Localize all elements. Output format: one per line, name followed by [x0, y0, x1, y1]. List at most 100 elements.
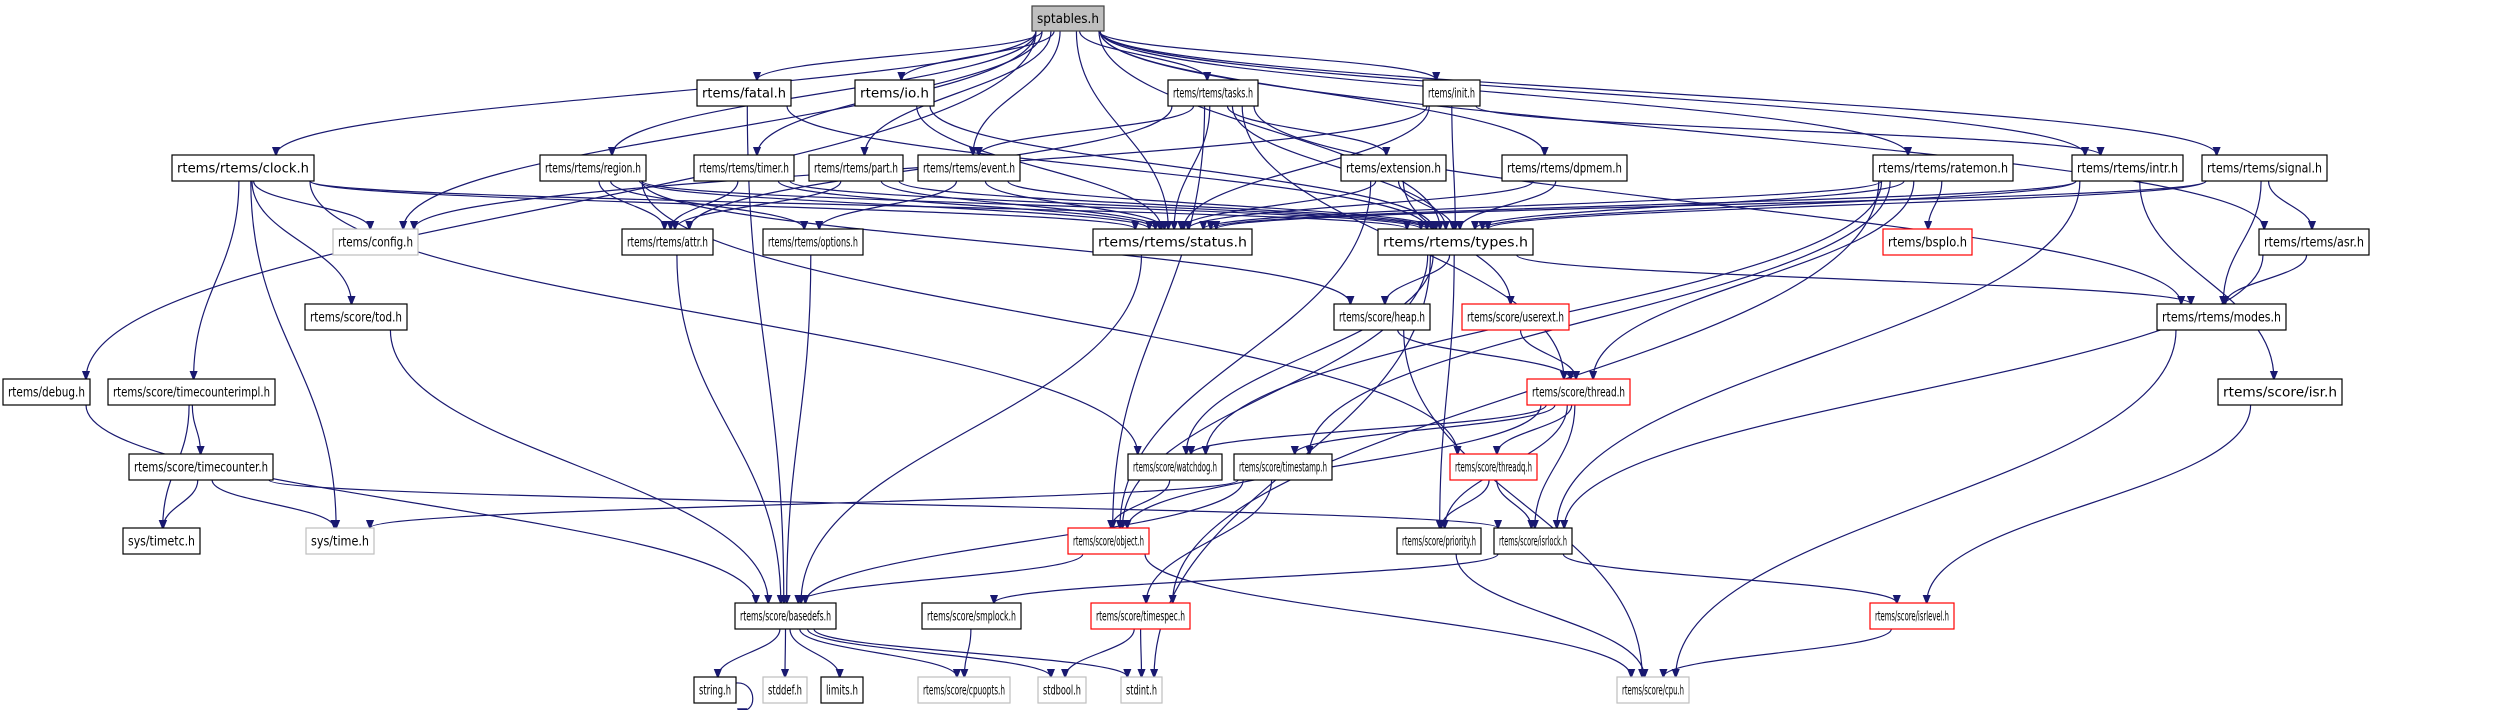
node-timer[interactable]: rtems/rtems/timer.h — [693, 154, 795, 182]
node-box[interactable] — [1396, 527, 1482, 555]
node-box[interactable] — [1233, 453, 1333, 481]
node-box[interactable] — [304, 303, 408, 331]
node-object[interactable]: rtems/score/object.h — [1067, 527, 1150, 555]
node-stddef[interactable]: stddef.h — [762, 676, 808, 704]
node-box[interactable] — [2258, 228, 2370, 256]
node-box[interactable] — [128, 453, 274, 481]
node-stdint[interactable]: stdint.h — [1120, 676, 1163, 704]
node-box[interactable] — [2, 378, 91, 406]
node-label[interactable]: rtems/rtems/event.h — [923, 162, 1015, 177]
node-label[interactable]: stddef.h — [768, 684, 802, 699]
node-label[interactable]: rtems/rtems/intr.h — [2077, 162, 2178, 177]
node-priority[interactable]: rtems/score/priority.h — [1396, 527, 1482, 555]
node-asr[interactable]: rtems/rtems/asr.h — [2258, 228, 2370, 256]
node-box[interactable] — [854, 79, 935, 107]
node-label[interactable]: limits.h — [826, 684, 858, 699]
node-box[interactable] — [1120, 676, 1163, 704]
node-isrlevel[interactable]: rtems/score/isrlevel.h — [1869, 602, 1955, 630]
node-label[interactable]: rtems/rtems/clock.h — [177, 162, 309, 177]
node-io[interactable]: rtems/io.h — [854, 79, 935, 107]
node-label[interactable]: rtems/score/basedefs.h — [740, 610, 831, 625]
node-box[interactable] — [917, 154, 1021, 182]
node-box[interactable] — [1167, 79, 1259, 107]
node-label[interactable]: rtems/score/smplock.h — [927, 610, 1016, 625]
node-box[interactable] — [1526, 378, 1631, 406]
node-box[interactable] — [917, 676, 1011, 704]
node-box[interactable] — [1090, 602, 1191, 630]
node-label[interactable]: stdint.h — [1126, 684, 1157, 699]
node-box[interactable] — [621, 228, 714, 256]
node-config[interactable]: rtems/config.h — [332, 228, 419, 256]
node-stdbool[interactable]: stdbool.h — [1037, 676, 1087, 704]
node-label[interactable]: rtems/score/userext.h — [1467, 311, 1564, 326]
node-label[interactable]: rtems/score/priority.h — [1402, 535, 1476, 550]
node-box[interactable] — [1616, 676, 1690, 704]
node-label[interactable]: rtems/rtems/types.h — [1383, 236, 1528, 251]
node-box[interactable] — [1882, 228, 1973, 256]
node-box[interactable] — [808, 154, 904, 182]
node-label[interactable]: rtems/score/object.h — [1073, 535, 1144, 550]
node-box[interactable] — [1422, 79, 1481, 107]
node-label[interactable]: rtems/init.h — [1428, 87, 1475, 102]
node-cpuopts[interactable]: rtems/score/cpuopts.h — [917, 676, 1011, 704]
node-label[interactable]: rtems/config.h — [338, 236, 413, 251]
node-status[interactable]: rtems/rtems/status.h — [1092, 228, 1253, 256]
node-box[interactable] — [762, 676, 808, 704]
node-string[interactable]: string.h — [693, 676, 737, 704]
node-label[interactable]: rtems/rtems/options.h — [768, 236, 858, 251]
node-label[interactable]: rtems/score/cpu.h — [1622, 684, 1684, 699]
node-box[interactable] — [305, 527, 375, 555]
node-box[interactable] — [2071, 154, 2184, 182]
node-label[interactable]: rtems/score/threadq.h — [1455, 461, 1532, 476]
node-debug[interactable]: rtems/debug.h — [2, 378, 91, 406]
node-label[interactable]: rtems/score/heap.h — [1339, 311, 1425, 326]
node-label[interactable]: stdbool.h — [1043, 684, 1081, 699]
node-tcimpl[interactable]: rtems/score/timecounterimpl.h — [107, 378, 276, 406]
node-label[interactable]: rtems/io.h — [860, 87, 929, 102]
node-label[interactable]: rtems/debug.h — [8, 386, 85, 401]
node-timetc[interactable]: sys/timetc.h — [122, 527, 201, 555]
node-label[interactable]: rtems/extension.h — [1346, 162, 1441, 177]
node-box[interactable] — [2217, 378, 2343, 406]
node-part[interactable]: rtems/rtems/part.h — [808, 154, 904, 182]
node-clock[interactable]: rtems/rtems/clock.h — [171, 154, 315, 182]
node-box[interactable] — [1461, 303, 1570, 331]
node-box[interactable] — [1340, 154, 1447, 182]
node-thread[interactable]: rtems/score/thread.h — [1526, 378, 1631, 406]
node-label[interactable]: rtems/rtems/region.h — [545, 162, 641, 177]
node-smplock[interactable]: rtems/score/smplock.h — [921, 602, 1022, 630]
node-box[interactable] — [122, 527, 201, 555]
node-heap[interactable]: rtems/score/heap.h — [1333, 303, 1431, 331]
node-timespec[interactable]: rtems/score/timespec.h — [1090, 602, 1191, 630]
node-extension[interactable]: rtems/extension.h — [1340, 154, 1447, 182]
node-label[interactable]: rtems/rtems/timer.h — [699, 162, 789, 177]
node-label[interactable]: rtems/score/timecounterimpl.h — [113, 386, 270, 401]
node-label[interactable]: rtems/rtems/status.h — [1098, 236, 1247, 251]
node-box[interactable] — [696, 79, 792, 107]
node-label[interactable]: rtems/rtems/signal.h — [2207, 162, 2322, 177]
node-label[interactable]: rtems/rtems/dpmem.h — [1507, 162, 1622, 177]
node-box[interactable] — [2201, 154, 2328, 182]
node-box[interactable] — [1092, 228, 1253, 256]
node-label[interactable]: sys/timetc.h — [128, 535, 195, 550]
node-box[interactable] — [1067, 527, 1150, 555]
node-sptables[interactable]: sptables.h — [1031, 5, 1105, 32]
node-box[interactable] — [921, 602, 1022, 630]
node-box[interactable] — [693, 154, 795, 182]
node-options[interactable]: rtems/rtems/options.h — [762, 228, 864, 256]
node-box[interactable] — [332, 228, 419, 256]
node-label[interactable]: rtems/score/isrlock.h — [1499, 535, 1567, 550]
node-label[interactable]: rtems/score/timestamp.h — [1239, 461, 1327, 476]
node-box[interactable] — [1127, 453, 1223, 481]
node-types[interactable]: rtems/rtems/types.h — [1377, 228, 1534, 256]
node-isrlock[interactable]: rtems/score/isrlock.h — [1493, 527, 1573, 555]
node-init[interactable]: rtems/init.h — [1422, 79, 1481, 107]
node-label[interactable]: rtems/score/timespec.h — [1096, 610, 1185, 625]
node-event[interactable]: rtems/rtems/event.h — [917, 154, 1021, 182]
node-box[interactable] — [1333, 303, 1431, 331]
node-basedefs[interactable]: rtems/score/basedefs.h — [734, 602, 837, 630]
node-label[interactable]: rtems/fatal.h — [702, 87, 786, 102]
node-region[interactable]: rtems/rtems/region.h — [539, 154, 647, 182]
node-threadq[interactable]: rtems/score/threadq.h — [1449, 453, 1538, 481]
node-signal[interactable]: rtems/rtems/signal.h — [2201, 154, 2328, 182]
